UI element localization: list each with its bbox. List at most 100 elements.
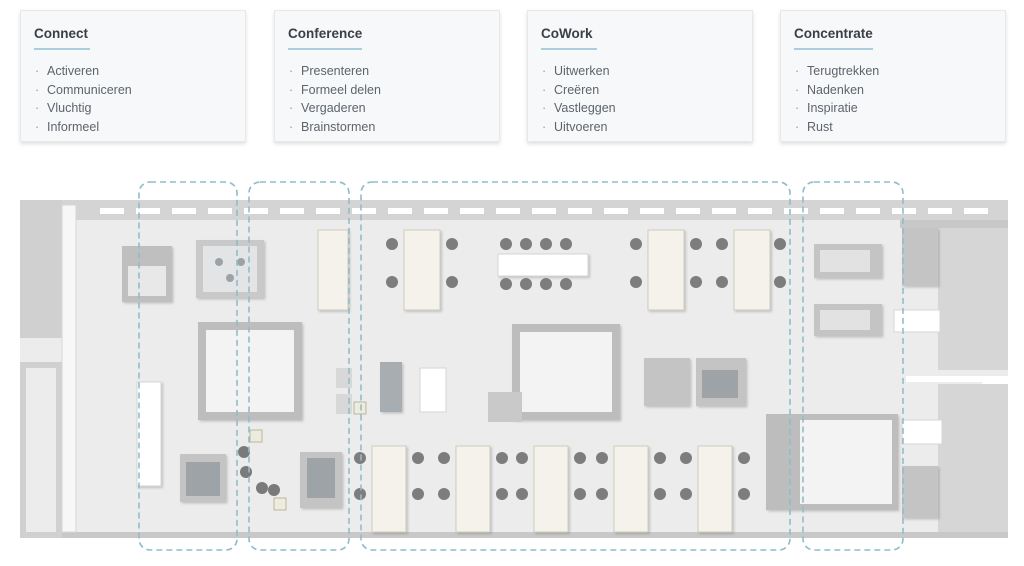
window-pane <box>136 208 160 214</box>
zone-card-conference: Conference ·Presenteren ·Formeel delen ·… <box>274 10 500 142</box>
window-pane <box>460 208 484 214</box>
chair-icon <box>774 238 786 250</box>
bullet-icon: · <box>795 119 800 134</box>
window-pane <box>640 208 664 214</box>
list-item: ·Communiceren <box>34 81 245 100</box>
chair-icon <box>716 238 728 250</box>
zone-outline-connect <box>138 181 238 551</box>
zone-card-concentrate: Concentrate ·Terugtrekken ·Nadenken ·Ins… <box>780 10 1006 142</box>
zone-activity-list: ·Uitwerken ·Creëren ·Vastleggen ·Uitvoer… <box>541 62 752 136</box>
chair-icon <box>354 488 366 500</box>
list-item: ·Rust <box>794 118 1005 137</box>
chair-icon <box>654 488 666 500</box>
bullet-icon: · <box>795 101 800 115</box>
chair-icon <box>560 238 572 250</box>
window-pane <box>208 208 232 214</box>
bullet-icon: · <box>542 101 547 115</box>
chair-icon <box>560 278 572 290</box>
chair-icon <box>516 488 528 500</box>
bullet-icon: · <box>35 119 40 134</box>
window-pane <box>244 208 268 214</box>
chair-icon <box>630 238 642 250</box>
window-pane <box>388 208 412 214</box>
zone-title: Concentrate <box>794 26 873 50</box>
concentrate-zone-furniture <box>766 228 943 518</box>
chair-icon <box>496 452 508 464</box>
bullet-icon: · <box>289 119 294 134</box>
chair-icon <box>680 452 692 464</box>
chair-icon <box>738 452 750 464</box>
zone-outline-cowork <box>360 181 791 551</box>
bullet-icon: · <box>35 64 40 78</box>
zone-title: Conference <box>288 26 363 50</box>
chair-icon <box>574 488 586 500</box>
bullet-icon: · <box>542 64 547 78</box>
bullet-icon: · <box>35 82 40 97</box>
window-pane <box>676 208 700 214</box>
bullet-icon: · <box>795 64 800 78</box>
window-pane <box>928 208 952 214</box>
chair-icon <box>520 278 532 290</box>
list-item: ·Formeel delen <box>288 81 499 100</box>
window-pane <box>568 208 592 214</box>
chair-icon <box>438 452 450 464</box>
chair-icon <box>596 452 608 464</box>
window-pane <box>424 208 448 214</box>
window-pane <box>784 208 808 214</box>
window-pane <box>352 208 376 214</box>
chair-icon <box>412 452 424 464</box>
chair-icon <box>596 488 608 500</box>
zone-title: CoWork <box>541 26 597 50</box>
bullet-icon: · <box>795 82 800 97</box>
chair-icon <box>438 488 450 500</box>
conference-zone-furniture <box>300 229 367 508</box>
bullet-icon: · <box>289 64 294 78</box>
window-pane <box>316 208 340 214</box>
chair-icon <box>690 276 702 288</box>
list-item: ·Vluchtig <box>34 99 245 118</box>
window-pane <box>712 208 736 214</box>
chair-icon <box>520 238 532 250</box>
window-pane <box>748 208 772 214</box>
bullet-icon: · <box>289 101 294 115</box>
list-item: ·Activeren <box>34 62 245 81</box>
bullet-icon: · <box>35 101 40 115</box>
window-pane <box>172 208 196 214</box>
chair-icon <box>680 488 692 500</box>
chair-icon <box>716 276 728 288</box>
chair-icon <box>540 278 552 290</box>
list-item: ·Uitwerken <box>541 62 752 81</box>
chair-icon <box>412 488 424 500</box>
zone-card-connect: Connect ·Activeren ·Communiceren ·Vlucht… <box>20 10 246 142</box>
chair-icon <box>500 238 512 250</box>
chair-icon <box>500 278 512 290</box>
window-pane <box>892 208 916 214</box>
chair-icon <box>574 452 586 464</box>
list-item: ·Inspiratie <box>794 99 1005 118</box>
chair-icon <box>446 238 458 250</box>
chair-icon <box>690 238 702 250</box>
chair-icon <box>386 238 398 250</box>
chair-icon <box>354 452 366 464</box>
zone-card-cowork: CoWork ·Uitwerken ·Creëren ·Vastleggen ·… <box>527 10 753 142</box>
chair-icon <box>516 452 528 464</box>
chair-icon <box>654 452 666 464</box>
window-pane <box>280 208 304 214</box>
list-item: ·Vergaderen <box>288 99 499 118</box>
chair-icon <box>386 276 398 288</box>
window-pane <box>604 208 628 214</box>
window-pane <box>532 208 556 214</box>
list-item: ·Nadenken <box>794 81 1005 100</box>
zone-activity-list: ·Activeren ·Communiceren ·Vluchtig ·Info… <box>34 62 245 136</box>
window-row <box>100 208 988 214</box>
list-item: ·Presenteren <box>288 62 499 81</box>
chair-icon <box>496 488 508 500</box>
window-pane <box>496 208 520 214</box>
bullet-icon: · <box>542 119 547 134</box>
zone-activity-list: ·Presenteren ·Formeel delen ·Vergaderen … <box>288 62 499 136</box>
chair-icon <box>446 276 458 288</box>
connect-zone-furniture <box>122 240 302 511</box>
zone-activity-list: ·Terugtrekken ·Nadenken ·Inspiratie ·Rus… <box>794 62 1005 136</box>
window-pane <box>820 208 844 214</box>
